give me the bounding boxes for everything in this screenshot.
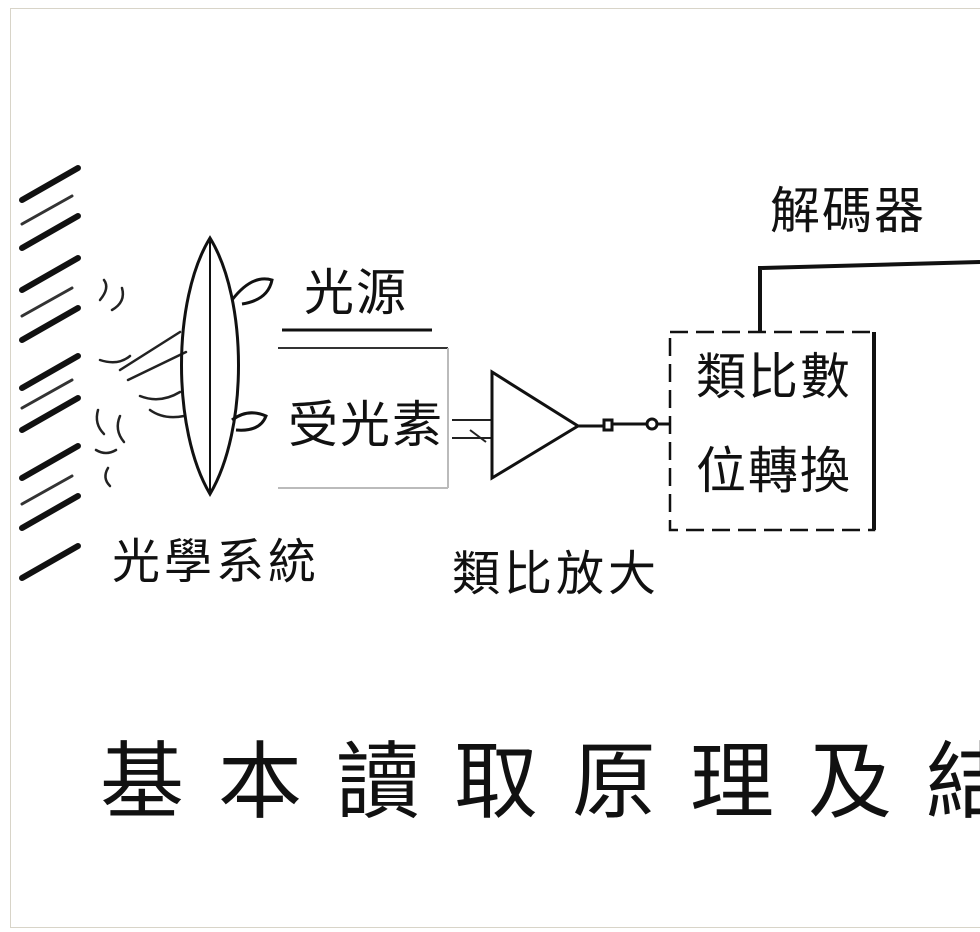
lens-shape — [180, 235, 240, 497]
barcode-strip-thin — [20, 194, 74, 506]
analog-amp-label: 類比放大 — [452, 546, 661, 602]
receiver-to-amp-wire — [452, 419, 492, 443]
amp-to-adc-wire — [578, 417, 670, 432]
decoder-label: 解碼器 — [770, 182, 926, 240]
scattered-light — [94, 278, 188, 488]
figure-frame — [10, 8, 980, 928]
receiver-arc — [231, 411, 268, 432]
figure-caption: 基本讀取原理及結構 — [100, 733, 980, 831]
barcode-strip — [19, 165, 81, 581]
adc-label-line1: 類比數 — [696, 348, 852, 406]
amplifier-triangle — [490, 369, 581, 481]
optical-system-label: 光學系統 — [112, 534, 321, 590]
light-source-label: 光源 — [304, 264, 408, 322]
receiver-label: 受光素 — [288, 396, 444, 454]
adc-label-line2: 位轉換 — [696, 442, 852, 500]
light-source-arc — [230, 277, 274, 306]
adc-to-decoder-wire — [758, 260, 980, 332]
